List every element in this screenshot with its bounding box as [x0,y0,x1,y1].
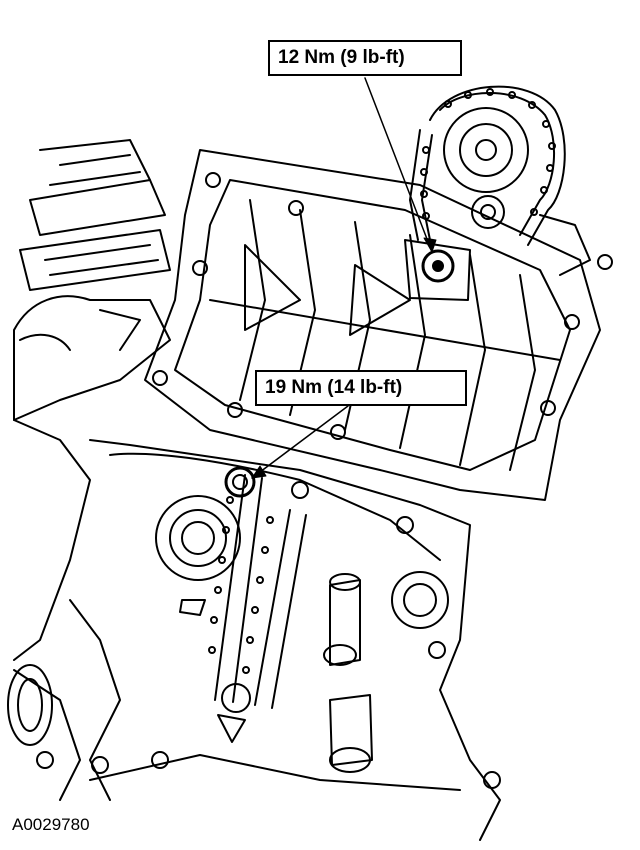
upper-bolt [421,249,455,283]
engine-block-left [7,139,171,801]
front-cover [36,439,501,841]
figure-id-label: A0029780 [12,815,90,834]
torque-callout-lower: 19 Nm (14 lb-ft) [255,370,467,406]
leader-arrow-lower [251,405,349,479]
upper-timing-chain [409,85,591,276]
cover-plate [144,149,613,501]
torque-callout-upper: 12 Nm (9 lb-ft) [268,40,462,76]
lower-timing-chain [155,474,307,743]
lower-bolt [224,466,256,498]
leader-arrow-upper [364,77,437,253]
